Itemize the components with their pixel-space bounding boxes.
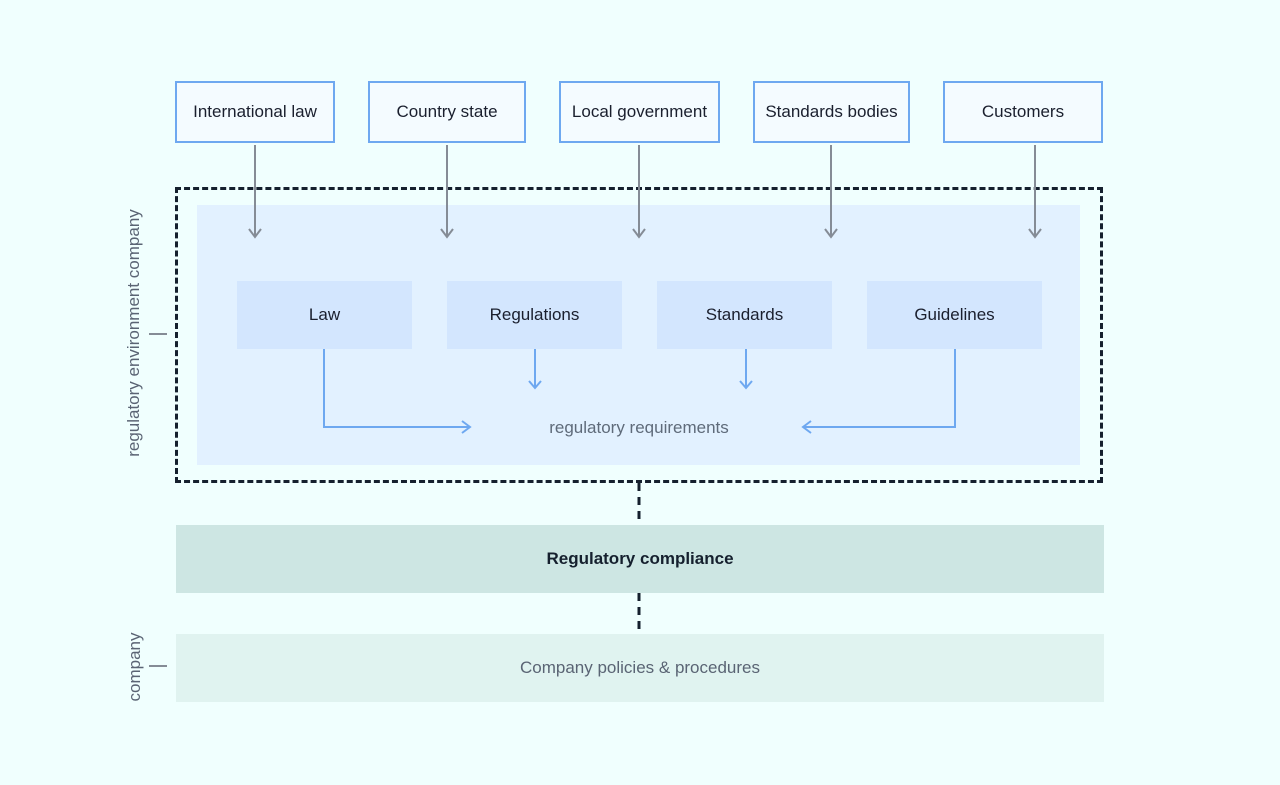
category-label: Guidelines xyxy=(914,305,995,324)
category-label: Regulations xyxy=(489,305,580,324)
source-customers: Customers xyxy=(943,81,1103,143)
company-policies-band: Company policies & procedures xyxy=(176,634,1104,702)
source-label: Customers xyxy=(981,102,1065,121)
side-label-company: company xyxy=(125,632,144,702)
source-local-government: Local government xyxy=(559,81,720,143)
policies-label: Company policies & procedures xyxy=(519,658,760,677)
category-label: Law xyxy=(308,305,341,324)
category-label: Standards xyxy=(705,305,784,324)
source-standards-bodies: Standards bodies xyxy=(753,81,910,143)
category-regulations: Regulations xyxy=(447,281,622,349)
category-standards: Standards xyxy=(657,281,832,349)
source-country-state: Country state xyxy=(368,81,526,143)
regulatory-compliance-band: Regulatory compliance xyxy=(176,525,1104,593)
category-guidelines: Guidelines xyxy=(867,281,1042,349)
source-label: Standards bodies xyxy=(765,102,898,121)
source-label: Local government xyxy=(571,102,708,121)
side-ticks xyxy=(149,333,167,667)
side-label-environment: regulatory environment company xyxy=(124,209,143,457)
compliance-label: Regulatory compliance xyxy=(546,549,734,568)
category-law: Law xyxy=(237,281,412,349)
regulatory-requirements-label: regulatory requirements xyxy=(549,418,729,437)
source-label: International law xyxy=(193,102,317,121)
source-international-law: International law xyxy=(175,81,335,143)
source-label: Country state xyxy=(396,102,498,121)
